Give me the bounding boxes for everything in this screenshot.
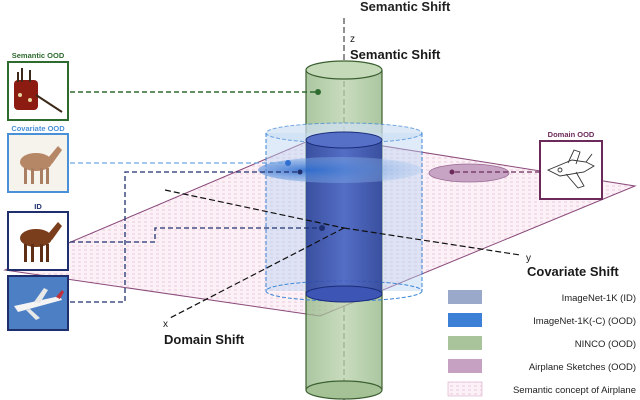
z-axis-title: Semantic Shift	[350, 47, 441, 62]
z-axis-letter: z	[350, 34, 355, 45]
domain-ood-sample: Domain OOD	[539, 130, 603, 200]
airplane-sketch-image	[546, 149, 595, 189]
diag-axis-line	[164, 189, 345, 229]
covariate-ood-cloud	[258, 157, 422, 183]
covariate-ood-sample: Covariate OOD	[7, 124, 69, 193]
legend-swatch	[448, 290, 482, 304]
semantic-ood-title: Semantic OOD	[12, 51, 65, 60]
legend-label: NINCO (OOD)	[575, 339, 636, 350]
semantic-ood-sample: Semantic OOD	[7, 51, 69, 121]
airplane-sketch-cloud	[428, 163, 510, 183]
domain-ood-title: Domain OOD	[548, 130, 595, 139]
y-axis-title: Covariate Shift	[527, 264, 619, 279]
airplane-image	[14, 288, 64, 320]
id-title: ID	[34, 202, 42, 211]
covariate-ood-title: Covariate OOD	[11, 124, 65, 133]
partial-top-title: Semantic Shift	[360, 0, 451, 14]
leader-airplane	[70, 171, 300, 303]
x-axis-letter: x	[163, 319, 168, 330]
horse-image	[20, 222, 62, 262]
bagpipes-image	[14, 68, 63, 113]
x-axis-line	[169, 227, 345, 319]
airplane-sample	[7, 275, 69, 331]
legend-label: Semantic concept of Airplane	[513, 385, 636, 396]
legend-swatch	[448, 313, 482, 327]
leader-id	[70, 227, 322, 243]
legend-swatch	[448, 336, 482, 350]
y-axis-letter: y	[526, 253, 531, 264]
legend: ImageNet-1K (ID) ImageNet-1K(-C) (OOD) NIN…	[447, 290, 636, 397]
legend-label: Airplane Sketches (OOD)	[529, 362, 636, 373]
legend-label: ImageNet-1K(-C) (OOD)	[533, 316, 636, 327]
id-sample: ID	[7, 202, 69, 271]
legend-label: ImageNet-1K (ID)	[562, 293, 636, 304]
legend-swatch	[447, 381, 483, 397]
y-axis-line	[343, 227, 521, 256]
legend-swatch	[448, 359, 482, 373]
blurred-horse-image	[20, 146, 62, 184]
x-axis-title: Domain Shift	[164, 332, 245, 347]
